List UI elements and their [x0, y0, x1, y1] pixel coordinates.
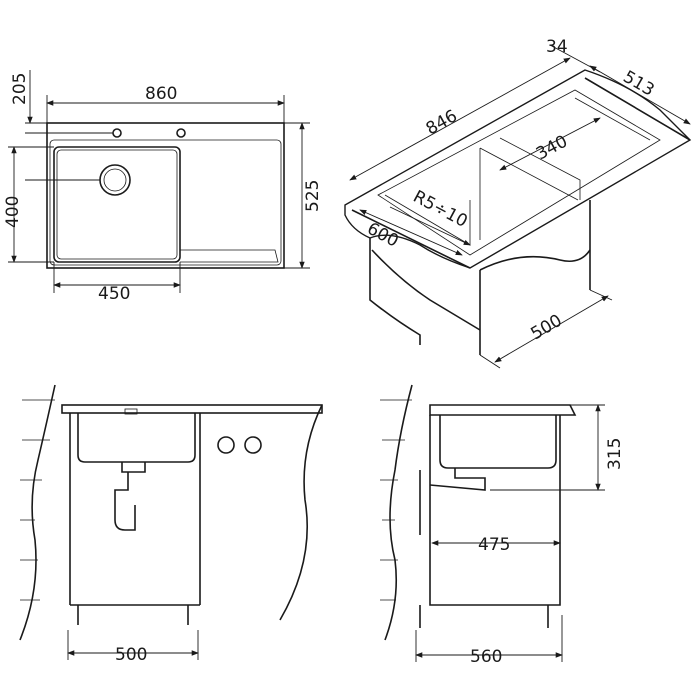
- basin: [53, 146, 181, 263]
- dim-400: 400: [3, 196, 23, 228]
- dim-315: 315: [605, 438, 625, 470]
- front-view: 500: [19, 384, 323, 665]
- drain-icon: [99, 164, 131, 196]
- dim-34: 34: [546, 37, 568, 57]
- tap-hole-2: [176, 128, 186, 138]
- sink-outline: [46, 122, 285, 269]
- top-view: 860 205 400 525 450: [3, 70, 323, 304]
- dim-860: 860: [145, 84, 177, 104]
- isometric-view: 846 34 513 340 R5÷10 600 500: [344, 37, 692, 369]
- dim-846: 846: [423, 106, 461, 139]
- tap-hole-1: [112, 128, 122, 138]
- dim-205: 205: [10, 73, 30, 105]
- side-view: 315 475 560: [380, 384, 625, 667]
- dim-500-front: 500: [115, 645, 147, 665]
- dim-560: 560: [470, 647, 502, 667]
- dim-450: 450: [98, 284, 130, 304]
- dim-525: 525: [303, 180, 323, 212]
- dim-475: 475: [478, 535, 510, 555]
